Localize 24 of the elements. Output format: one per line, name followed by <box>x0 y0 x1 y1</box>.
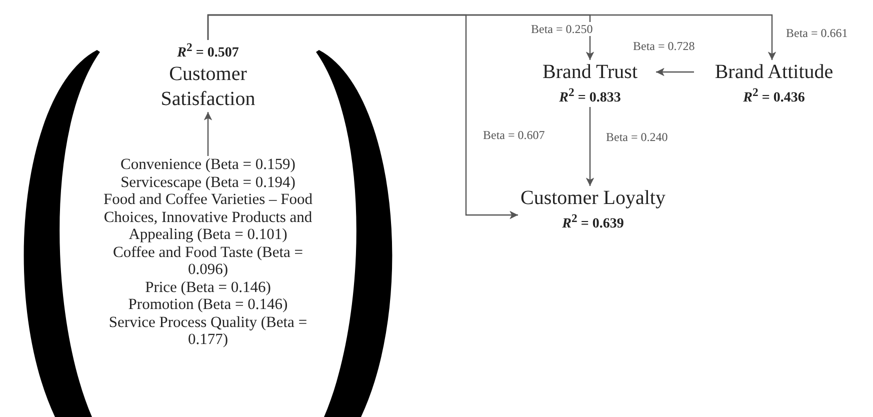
arrow <box>586 107 594 186</box>
construct-label: Customer Satisfaction <box>160 62 256 112</box>
factor-label: Coffee and Food Taste (Beta = 0.096) <box>112 244 304 278</box>
factor-label: Promotion (Beta = 0.146) <box>127 296 289 314</box>
r-squared-label: R$^{2}$ = 0.507 <box>176 40 240 62</box>
factor-label: Servicescape (Beta = 0.194) <box>120 174 296 191</box>
construct-label: Brand Attitude <box>714 60 834 85</box>
arrow <box>656 68 694 76</box>
edge-label: Beta = 0.240 <box>605 130 669 144</box>
construct-label: Brand Trust <box>541 60 639 85</box>
arrow <box>207 14 518 220</box>
r-squared-label: R$^{2}$ = 0.436 <box>742 85 806 107</box>
factor-label: Food and Coffee Varieties – Food Choices, Innovative Products and Appealing (Beta = 0.101) <box>102 191 314 244</box>
edge-label: Beta = 0.607 <box>482 128 546 142</box>
edge-label: Beta = 0.728 <box>632 39 696 53</box>
r-squared-label: R$^{2}$ = 0.833 <box>558 85 622 107</box>
edge-label: Beta = 0.661 <box>785 26 849 40</box>
construct-label: Customer Loyalty <box>520 186 666 211</box>
edge-label: Beta = 0.250 <box>530 22 594 36</box>
r-squared-label: R$^{2}$ = 0.639 <box>561 211 625 233</box>
arrow <box>204 112 212 156</box>
factor-label: Price (Beta = 0.146) <box>144 278 272 296</box>
factor-label: Service Process Quality (Beta = 0.177) <box>108 314 308 348</box>
factor-label: Convenience (Beta = 0.159) <box>120 156 296 174</box>
